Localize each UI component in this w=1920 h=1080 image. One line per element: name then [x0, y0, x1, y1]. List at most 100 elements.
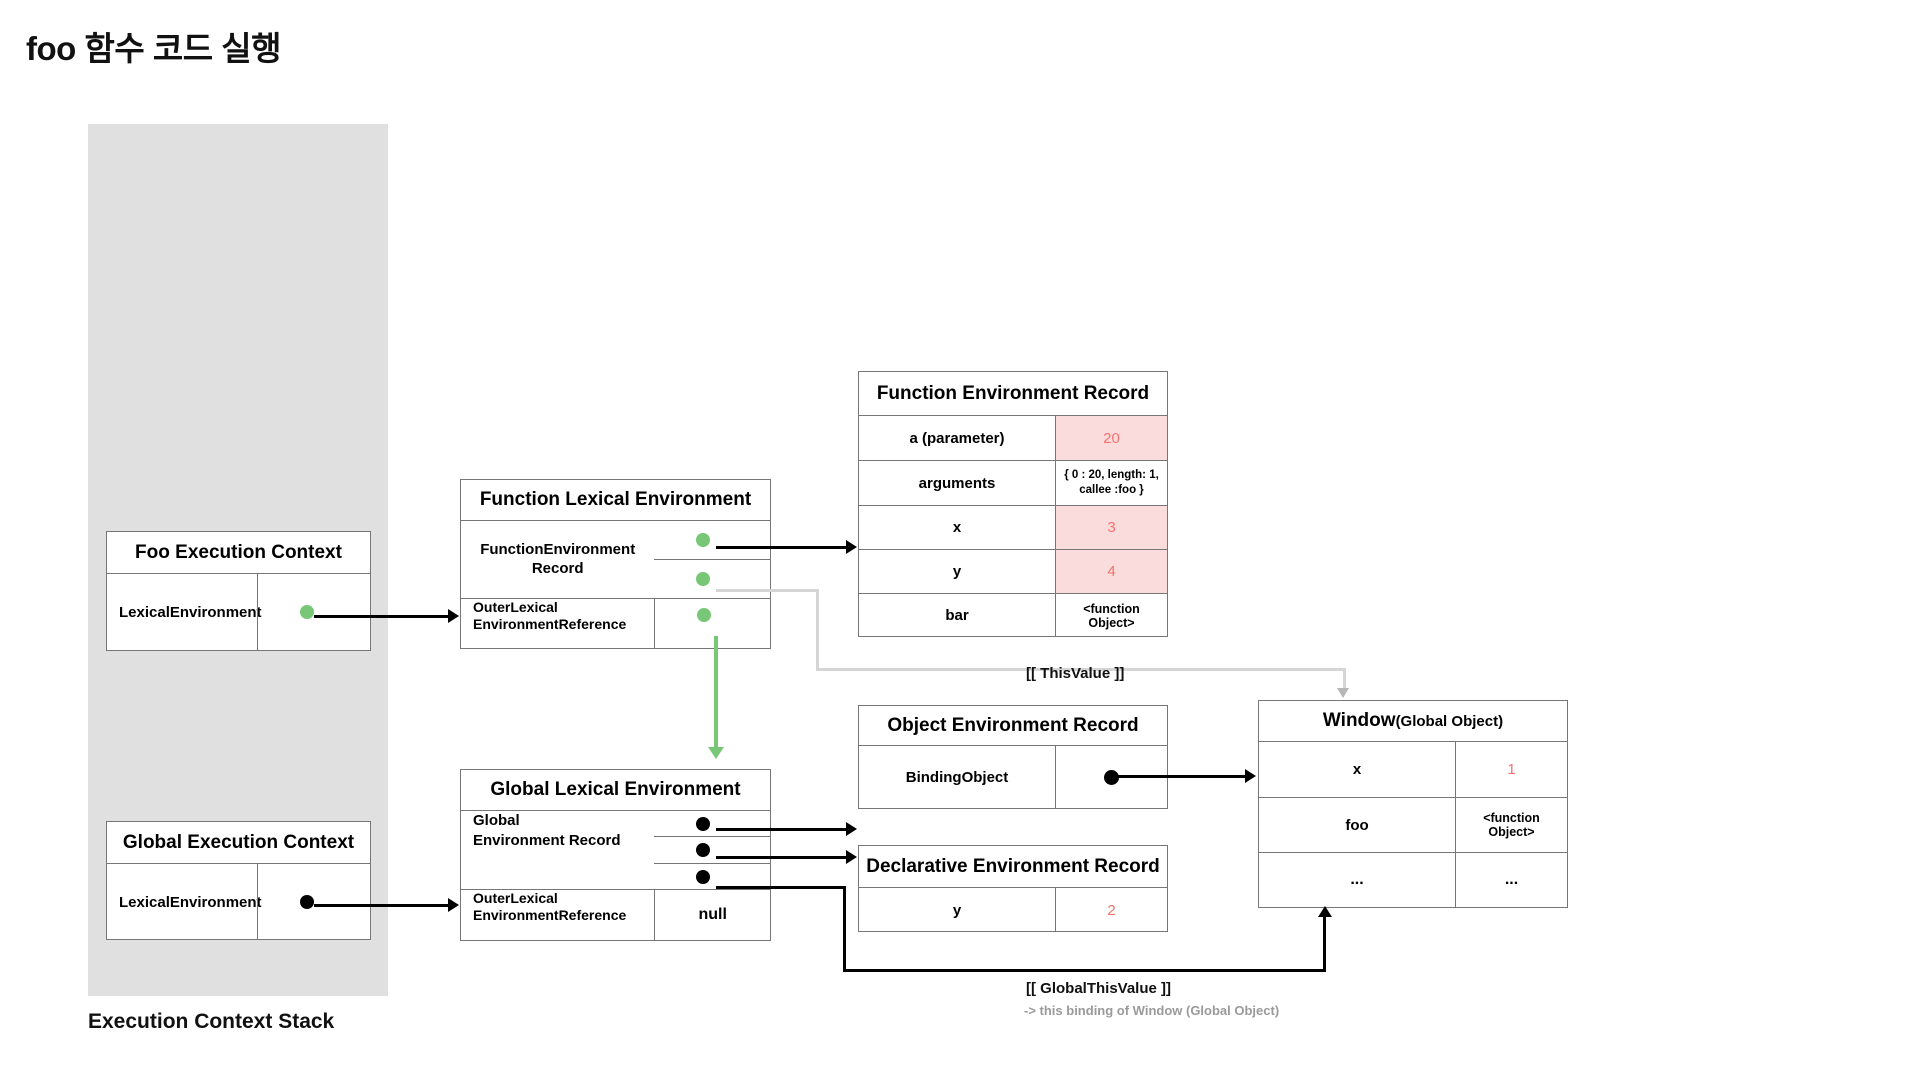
table-row: foo <function Object>	[1259, 797, 1567, 852]
der-row-0-value: 2	[1055, 888, 1167, 932]
fer-thisvalue-pointer-dot	[696, 572, 711, 586]
connector-fooec-to-fle-arrowhead	[448, 609, 459, 623]
this-value-annotation: [[ ThisValue ]]	[1026, 665, 1125, 682]
table-row: ... ...	[1259, 852, 1567, 907]
fer-record-pointer-dot	[696, 533, 711, 547]
connector-thisvalue-arrowhead	[1337, 688, 1349, 698]
table-row: y 2	[859, 888, 1167, 932]
execution-context-stack-label: Execution Context Stack	[88, 1010, 335, 1033]
connector-globalthis-seg4	[1323, 917, 1326, 972]
page-title: foo 함수 코드 실행	[26, 30, 281, 67]
oer-row-0-key: BindingObject	[905, 769, 1009, 786]
table-row: bar <function Object>	[859, 593, 1167, 637]
window-global-object-table: Window(Global Object) x 1 foo <function …	[1258, 700, 1568, 908]
global-outer-lexical-reference-label: OuterLexical EnvironmentReference	[461, 890, 654, 940]
ger-slot-declarative-record	[654, 836, 770, 862]
connector-globalthis-arrowhead	[1318, 906, 1332, 917]
connector-fer-slot-to-table-arrowhead	[846, 540, 857, 554]
fer-label-line2: Record	[531, 559, 584, 577]
declarative-environment-record-table: Declarative Environment Record y 2	[858, 845, 1168, 932]
fer-row-4-key: bar	[945, 607, 969, 624]
window-row-0-key: x	[1352, 761, 1362, 778]
foo-ec-lexicalenvironment-value	[257, 574, 370, 651]
connector-thisvalue-seg3	[816, 668, 1346, 671]
global-this-value-annotation: [[ GlobalThisValue ]]	[1026, 980, 1172, 997]
ger-slot-object-record	[654, 811, 770, 836]
function-lexical-environment-box: Function Lexical Environment FunctionEnv…	[460, 479, 771, 649]
function-environment-record-slots	[654, 521, 770, 598]
connector-fer-slot-to-table	[716, 546, 848, 549]
golr-label-line1: OuterLexical	[473, 890, 558, 906]
table-row: x 3	[859, 505, 1167, 549]
table-row: a (parameter) 20	[859, 416, 1167, 460]
global-this-value-note: -> this binding of Window (Global Object…	[1024, 1003, 1280, 1018]
ger-globalthisvalue-dot	[696, 869, 711, 884]
foo-ec-pointer-dot	[300, 605, 314, 619]
global-execution-context-header: Global Execution Context	[107, 822, 370, 864]
fer-row-1-value: { 0 : 20, length: 1, callee :foo }	[1055, 461, 1167, 505]
folr-label-line1: OuterLexical	[473, 599, 558, 615]
connector-globalthis-seg2	[843, 886, 846, 972]
fer-row-0-value: 20	[1055, 416, 1167, 460]
window-row-1-value: <function Object>	[1455, 798, 1567, 852]
object-environment-record-table: Object Environment Record BindingObject	[858, 705, 1168, 809]
fer-row-3-value: 4	[1055, 550, 1167, 593]
window-row-2-value: ...	[1455, 853, 1567, 907]
global-lexical-environment-header: Global Lexical Environment	[461, 770, 770, 811]
function-environment-record-label: FunctionEnvironment Record	[461, 521, 654, 598]
fer-row-3-key: y	[952, 563, 962, 580]
oer-table-header: Object Environment Record	[859, 706, 1167, 746]
window-row-1-key: foo	[1345, 816, 1369, 834]
foo-execution-context-box: Foo Execution Context LexicalEnvironment	[106, 531, 371, 651]
foo-ec-lexicalenvironment-label: LexicalEnvironment	[119, 604, 262, 621]
global-outer-lexical-reference-value: null	[654, 890, 770, 940]
der-table-header: Declarative Environment Record	[859, 846, 1167, 888]
global-environment-record-label: Global Environment Record	[461, 811, 654, 889]
fer-table-header: Function Environment Record	[859, 372, 1167, 416]
global-environment-record-slots	[654, 811, 770, 889]
fer-slot-thisvalue	[654, 559, 770, 598]
connector-outerlex-to-gle	[714, 636, 718, 750]
connector-thisvalue-seg4	[1343, 668, 1346, 690]
fer-row-2-key: x	[952, 519, 962, 536]
global-ec-lexicalenvironment-label: LexicalEnvironment	[119, 893, 262, 911]
connector-ger-to-oer-arrowhead	[846, 822, 857, 836]
window-row-2-key: ...	[1350, 871, 1364, 888]
der-row-0-key: y	[952, 901, 962, 919]
global-ec-pointer-dot	[300, 895, 314, 909]
connector-globalthis-seg1	[716, 886, 844, 889]
golr-label-line2: EnvironmentReference	[473, 906, 627, 923]
connector-globalec-to-gle	[314, 904, 450, 907]
connector-thisvalue-seg1	[716, 589, 816, 592]
table-row: y 4	[859, 549, 1167, 593]
function-environment-record-table: Function Environment Record a (parameter…	[858, 371, 1168, 637]
fer-row-4-value: <function Object>	[1055, 594, 1167, 637]
ger-label-line1: Global	[473, 812, 520, 829]
connector-globalthis-seg3	[843, 969, 1326, 972]
function-outer-lexical-reference-value	[654, 599, 770, 648]
connector-bindingobject-to-window-arrowhead	[1245, 769, 1256, 783]
folr-label-line2: EnvironmentReference	[473, 615, 627, 632]
ger-label-line2: Environment Record	[473, 831, 621, 849]
connector-bindingobject-to-window	[1112, 775, 1246, 778]
window-row-0-value: 1	[1455, 742, 1567, 797]
connector-ger-to-oer	[716, 828, 848, 831]
ger-object-record-dot	[696, 817, 711, 831]
fer-row-1-key: arguments	[918, 474, 996, 492]
function-outer-lexical-reference-label: OuterLexical EnvironmentReference	[461, 599, 654, 648]
function-lexical-environment-header: Function Lexical Environment	[461, 480, 770, 521]
connector-fooec-to-fle	[314, 615, 450, 618]
global-lexical-environment-box: Global Lexical Environment Global Enviro…	[460, 769, 771, 941]
window-header-main: Window	[1322, 710, 1396, 731]
connector-outerlex-to-gle-arrowhead	[708, 747, 724, 759]
connector-ger-to-der-arrowhead	[846, 850, 857, 864]
table-row: arguments { 0 : 20, length: 1, callee :f…	[859, 460, 1167, 505]
window-header-sub: (Global Object)	[1395, 712, 1504, 730]
global-execution-context-box: Global Execution Context LexicalEnvironm…	[106, 821, 371, 940]
global-ec-lexicalenvironment-value	[257, 864, 370, 940]
fer-row-2-value: 3	[1055, 506, 1167, 549]
table-row: BindingObject	[859, 746, 1167, 809]
connector-globalec-to-gle-arrowhead	[448, 898, 459, 912]
connector-ger-to-der	[716, 856, 848, 859]
